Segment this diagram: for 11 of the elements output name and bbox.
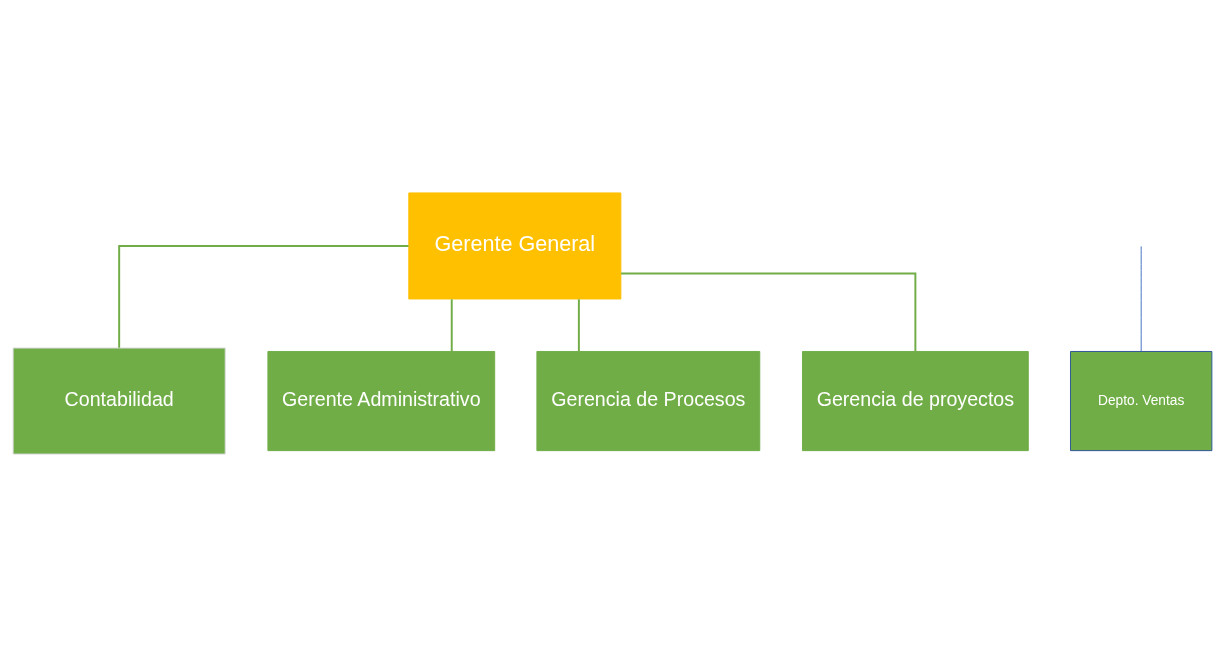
connector [577, 297, 580, 352]
node-box: Gerencia de proyectos [802, 350, 1029, 451]
node-box: Depto. Ventas [1070, 350, 1213, 451]
node-box: Gerencia de Procesos [536, 350, 761, 451]
connector [620, 271, 917, 352]
connector [118, 244, 410, 349]
connector [450, 297, 453, 352]
node-box: Contabilidad [12, 347, 226, 455]
node-box: Gerente General [408, 191, 622, 299]
node-box: Gerente Administrativo [267, 350, 496, 451]
connector [1140, 245, 1142, 352]
